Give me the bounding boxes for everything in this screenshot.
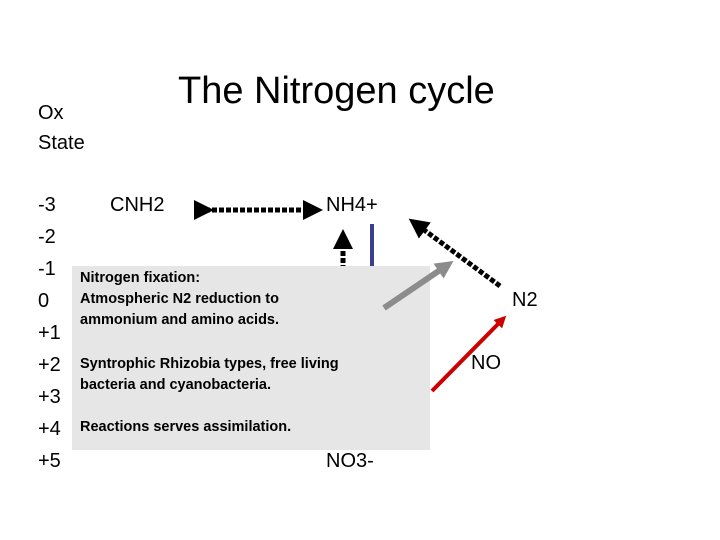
callout-line-4: Syntrophic Rhizobia types, free living — [80, 356, 339, 372]
ox-label-line-2: State — [38, 132, 85, 154]
ox-state-plus4: +4 — [38, 418, 61, 440]
n2-to-nh4-arrow — [408, 218, 502, 289]
ox-state-plus1: +1 — [38, 322, 61, 344]
slide-title: The Nitrogen cycle — [178, 70, 495, 112]
ox-state-minus1: -1 — [38, 258, 56, 280]
callout-line-2: Atmospheric N2 reduction to — [80, 291, 279, 307]
ox-state-0: 0 — [38, 290, 50, 312]
callout-line-3: ammonium and amino acids. — [80, 312, 280, 328]
red-arrow — [430, 315, 507, 393]
node-no: NO — [471, 352, 501, 374]
ox-state-plus2: +2 — [38, 354, 61, 376]
ox-state-minus2: -2 — [38, 226, 56, 248]
ox-state-plus5: +5 — [38, 450, 61, 472]
ox-state-label: Ox State — [38, 98, 85, 158]
nitrogen-fixation-callout: Nitrogen fixation: Atmospheric N2 reduct… — [72, 266, 430, 450]
ox-state-plus3: +3 — [38, 386, 61, 408]
callout-line-6: Reactions serves assimilation. — [80, 419, 292, 435]
node-nh4: NH4+ — [326, 194, 378, 216]
node-cnh2: CNH2 — [110, 194, 165, 216]
ox-state-minus3: -3 — [38, 194, 56, 216]
callout-heading: Nitrogen fixation: — [80, 270, 201, 286]
callout-line-5: bacteria and cyanobacteria. — [80, 377, 271, 393]
node-n2: N2 — [512, 289, 538, 311]
ox-label-line-1: Ox — [38, 102, 64, 124]
node-no3: NO3- — [326, 450, 374, 472]
